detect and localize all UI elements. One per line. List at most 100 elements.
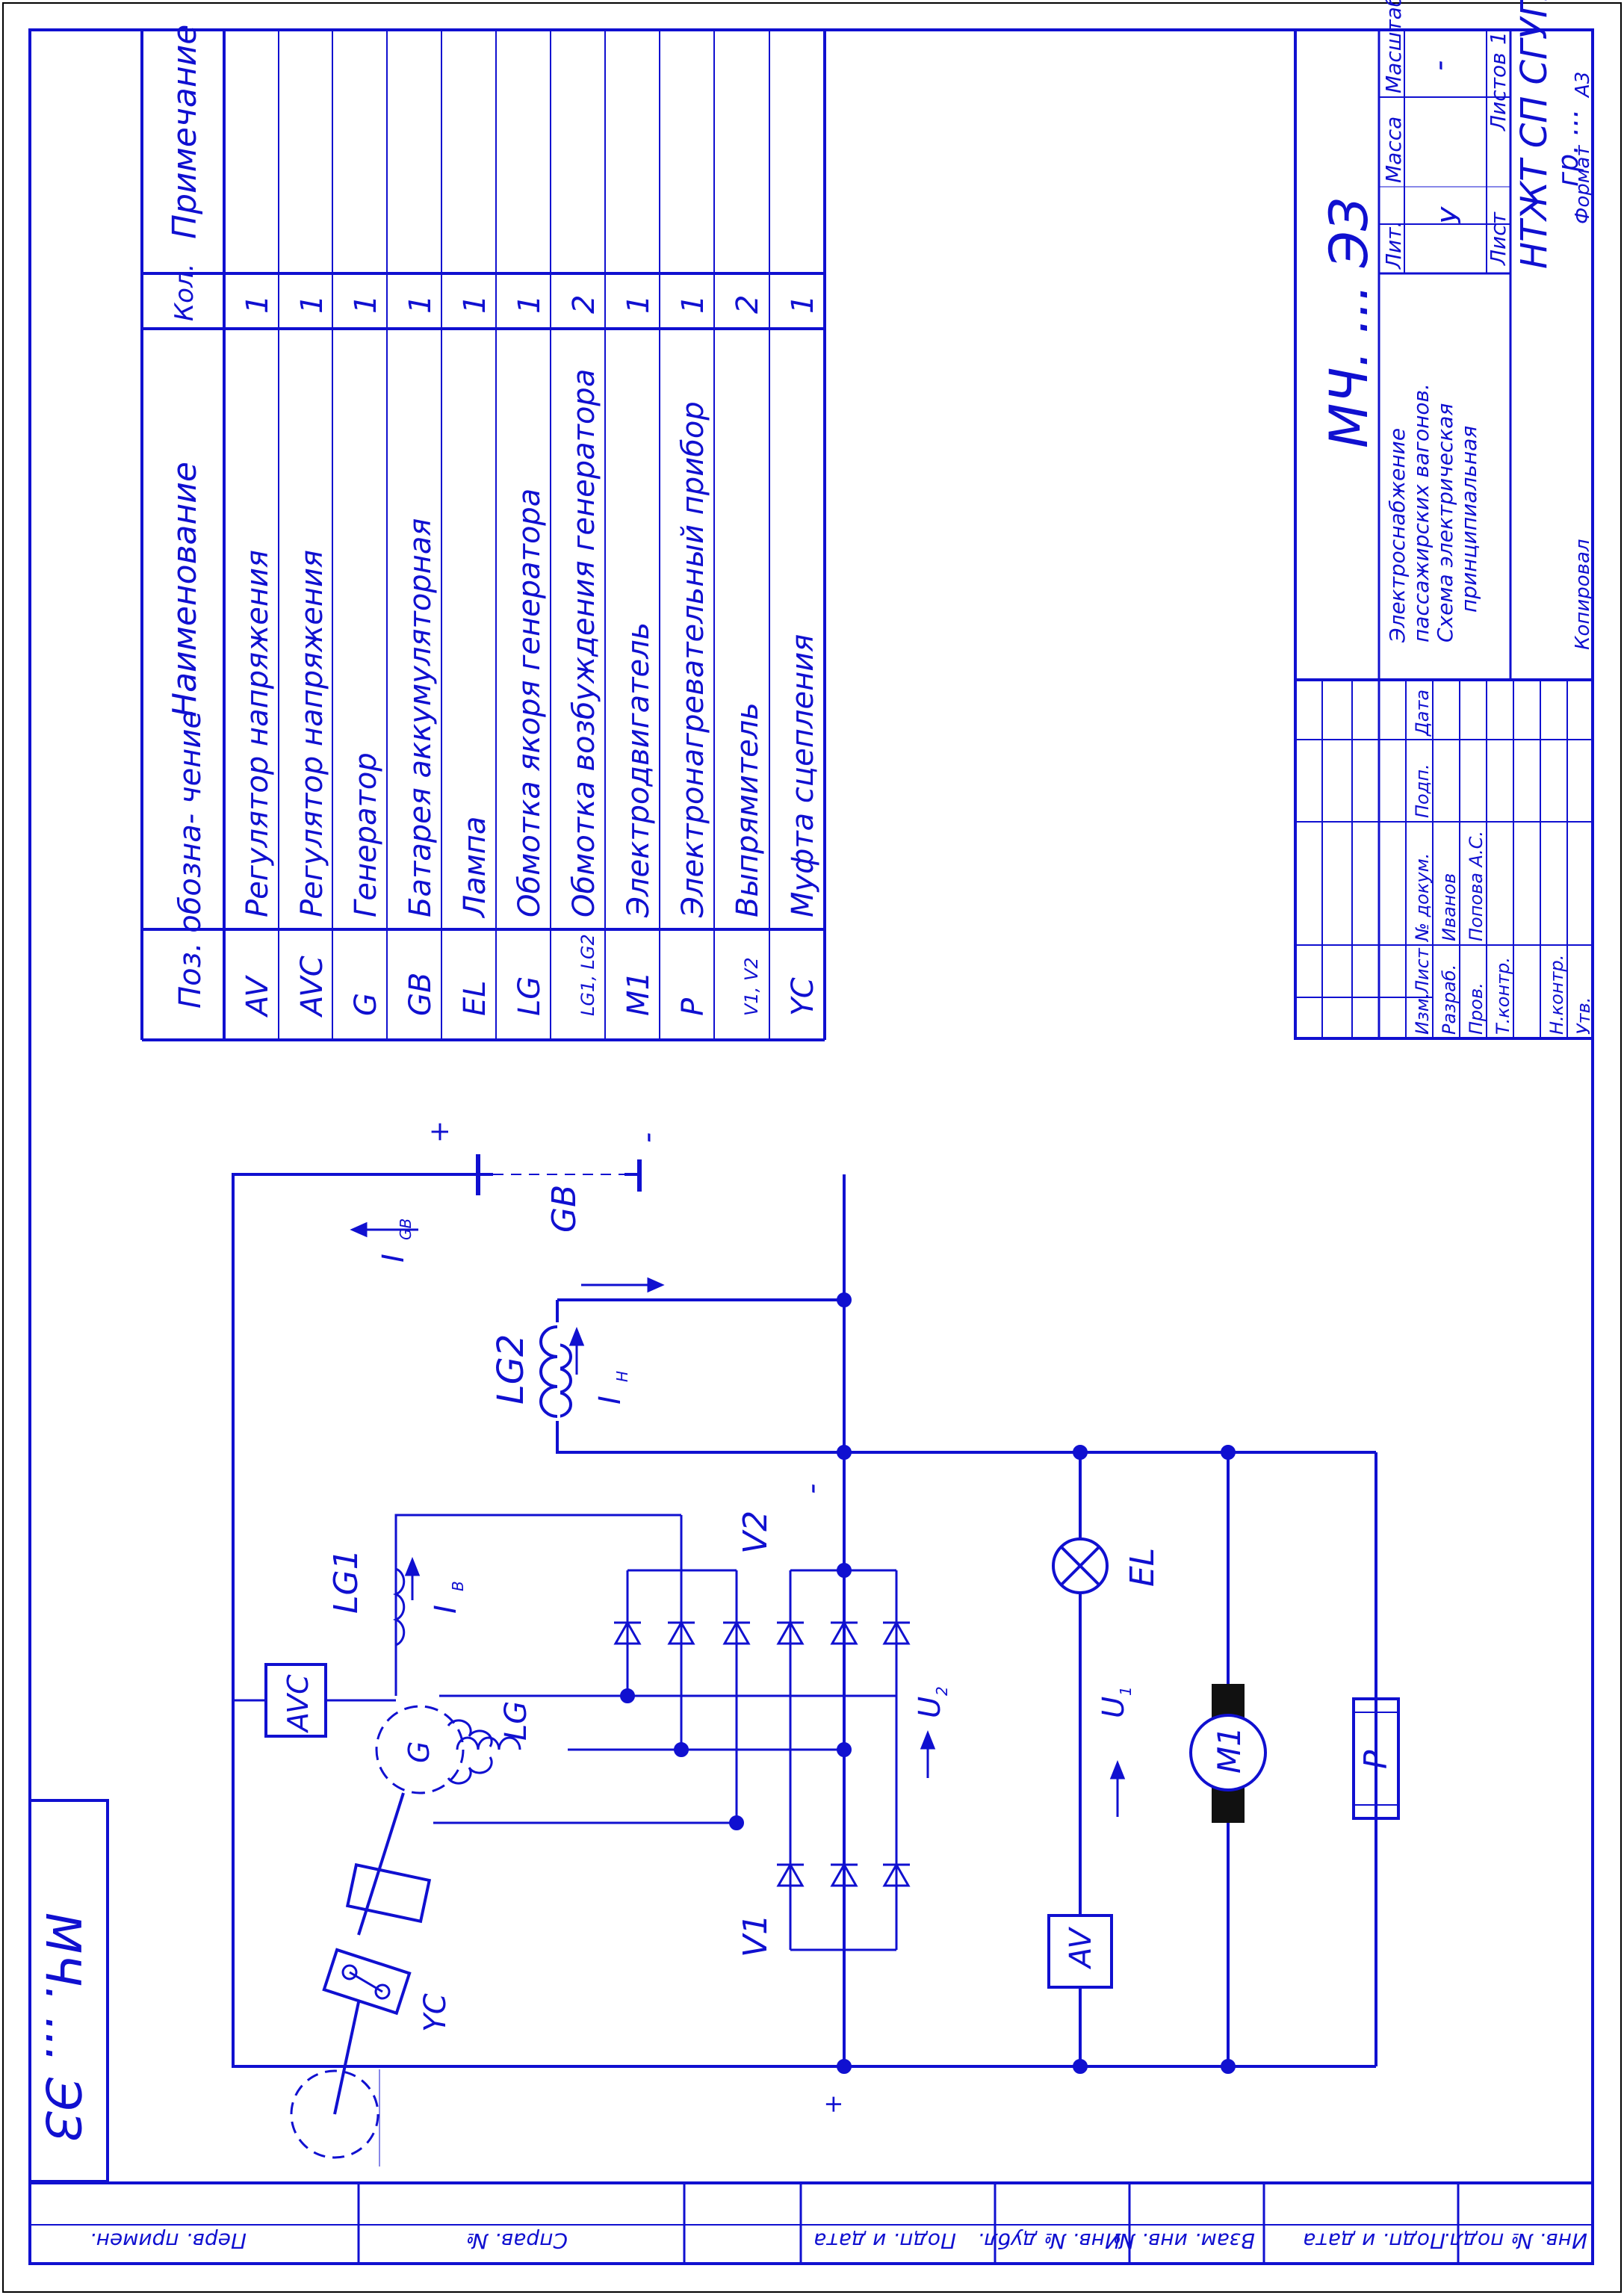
spec-header-note: Примечание xyxy=(166,25,204,239)
spec-row-name: Электронагревательный прибор xyxy=(676,401,710,918)
clutch-box xyxy=(345,1862,432,1924)
spec-row-name: Муфта сцепления xyxy=(786,634,820,917)
stamp-podp-data-2: Подп. и дата xyxy=(1303,2229,1445,2253)
stamp-inv-podl: Инв. № подл. xyxy=(1443,2229,1587,2253)
title-line: принципиальная xyxy=(1457,426,1481,613)
title-line: Схема электрическая xyxy=(1433,403,1457,642)
label-u2-sub: 2 xyxy=(933,1686,951,1696)
yc-coupling xyxy=(322,1948,412,2016)
spec-row-pos: G xyxy=(349,993,383,1016)
role-label: Утв. xyxy=(1573,997,1594,1035)
spec-row-name: Регулятор напряжения xyxy=(295,550,329,917)
role-label: Пров. xyxy=(1466,982,1487,1035)
label-lg1: LG1 xyxy=(327,1549,365,1614)
diode xyxy=(882,1862,911,1887)
sheets-value: 1 xyxy=(1486,31,1510,45)
diode xyxy=(776,1620,805,1645)
spec-row-qty: 1 xyxy=(786,295,820,314)
drawing-frame xyxy=(28,28,1594,2265)
spec-row-pos: AV xyxy=(241,975,275,1018)
copied-label: Копировал xyxy=(1572,539,1594,650)
rectifier-diodes xyxy=(613,1620,911,1887)
spec-table xyxy=(140,30,826,1041)
spec-row-name: Лампа xyxy=(458,817,492,919)
spec-row-qty: 1 xyxy=(241,295,275,314)
wheel-circle xyxy=(290,2069,379,2159)
spec-header-qty: Кол. xyxy=(170,264,199,321)
lg2-coil xyxy=(557,1343,572,1418)
diode xyxy=(882,1620,911,1645)
signer-name: Попова А.С. xyxy=(1466,831,1487,941)
spec-row-pos: LG xyxy=(512,976,547,1016)
spec-row-qty: 2 xyxy=(731,295,765,314)
spec-row-qty: 1 xyxy=(403,295,438,314)
av-box xyxy=(1047,1914,1113,1989)
label-lg: LG xyxy=(499,1701,533,1741)
org-name: НТЖТ СП СГУПС xyxy=(1513,0,1555,269)
stamp-podp-data-1: Подп. и дата xyxy=(813,2229,956,2253)
stamp-sprav-no: Справ. № xyxy=(466,2229,568,2253)
label-av: AV xyxy=(1064,1927,1098,1970)
schematic-labels: GB I GB + - LG2 I H - LG1 I B AVC G LG V… xyxy=(282,1121,1394,2114)
label-m1: M1 xyxy=(1211,1726,1248,1774)
lg-coil-a xyxy=(447,1719,493,1747)
label-minus-bus: - xyxy=(795,1484,829,1494)
group-code: гр. ... xyxy=(1552,109,1584,187)
diode xyxy=(667,1620,695,1645)
bottom-stamps xyxy=(30,2181,1593,2264)
stamp-perv-primen: Перв. примен. xyxy=(90,2229,247,2253)
signature-names: Иванов Попова А.С. xyxy=(1439,831,1487,941)
spec-row-pos: V1, V2 xyxy=(741,957,762,1016)
diode xyxy=(613,1620,642,1645)
lg1-coil xyxy=(392,1567,406,1647)
spec-row-qty: 1 xyxy=(622,295,656,314)
current-arrows xyxy=(350,1221,1126,1817)
title-block xyxy=(1294,28,1594,1040)
lg-coil-b xyxy=(456,1736,521,1750)
stamp-inv-dubl: Инв. № дубл. xyxy=(977,2229,1121,2253)
spec-row-name: Батарея аккумуляторная xyxy=(403,518,438,917)
heater-p xyxy=(1352,1697,1400,1820)
spec-row-name: Регулятор напряжения xyxy=(241,550,275,917)
sheets-label: Листов xyxy=(1486,52,1510,131)
signature-roles: Разраб.Пров.Т.контр.Н.контр.Утв. xyxy=(1439,955,1594,1035)
diode xyxy=(830,1862,858,1887)
spec-row-pos: LG1, LG2 xyxy=(577,934,598,1016)
motor-m1 xyxy=(1189,1714,1267,1791)
format-value: А3 xyxy=(1572,72,1594,99)
label-ih-sub: H xyxy=(613,1371,631,1382)
spec-row-qty: 1 xyxy=(349,295,383,314)
spec-row-name: Выпрямитель xyxy=(731,702,765,917)
spec-row-qty: 1 xyxy=(458,295,492,314)
label-u2: U xyxy=(913,1697,947,1718)
spec-row-name: Обмотка якоря генератора xyxy=(512,489,547,917)
lit-value: У xyxy=(1437,206,1467,224)
label-plus-gb: + xyxy=(424,1121,455,1143)
label-el: EL xyxy=(1124,1548,1162,1587)
rev-header: Подп. xyxy=(1412,764,1433,818)
signer-name: Иванов xyxy=(1439,873,1460,941)
scale-value: - xyxy=(1422,61,1457,71)
spec-header-name: Наименование xyxy=(166,462,204,717)
label-ib-sub: B xyxy=(449,1581,467,1591)
label-v2: V2 xyxy=(737,1511,775,1554)
label-ib: I xyxy=(429,1605,463,1614)
generator-group xyxy=(233,1567,521,2167)
label-yc: YC xyxy=(418,1993,453,2032)
mass-label: Масса xyxy=(1381,117,1406,183)
spec-row-pos: P xyxy=(676,997,710,1016)
spec-row-name: Генератор xyxy=(349,752,383,917)
spec-row-qty: 1 xyxy=(676,295,710,314)
generator-g xyxy=(375,1705,465,1794)
role-label: Н.контр. xyxy=(1546,955,1567,1035)
label-lg2: LG2 xyxy=(490,1334,532,1404)
spec-row-qty: 1 xyxy=(295,295,329,314)
spec-row-pos: GB xyxy=(403,973,438,1016)
lamp-el xyxy=(1052,1537,1109,1594)
label-plus-bus: + xyxy=(819,2094,847,2114)
label-ih: I xyxy=(593,1396,627,1404)
spec-row-pos: AVC xyxy=(295,956,329,1018)
